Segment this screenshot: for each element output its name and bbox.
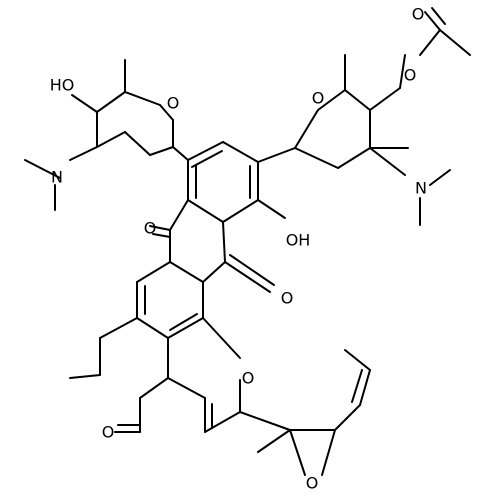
atom-label-o-quinone-top: O <box>144 219 157 238</box>
atom-label-n-right: N <box>415 179 427 198</box>
atom-label-o-pyranone: O <box>102 423 115 442</box>
atom-label-o-ester: O <box>404 66 417 85</box>
atom-label-oh-core: OH <box>286 231 311 250</box>
atom-label-o-left-ring: O <box>167 94 180 113</box>
atom-label-o-epoxide: O <box>306 474 319 493</box>
atom-label-o-right-ring: O <box>312 89 325 108</box>
atom-label-o-quinone-right: O <box>281 289 294 308</box>
atom-label-n-left: N <box>51 168 63 187</box>
atom-label-ho-left: HO <box>50 76 75 95</box>
atom-label-o-carbonyl-acetate: O <box>412 5 425 24</box>
atom-label-o-pyran: O <box>242 369 255 388</box>
atom-label-layer: HO O N O O O N OH O O O O O <box>50 5 427 493</box>
bond-layer <box>24 7 471 476</box>
